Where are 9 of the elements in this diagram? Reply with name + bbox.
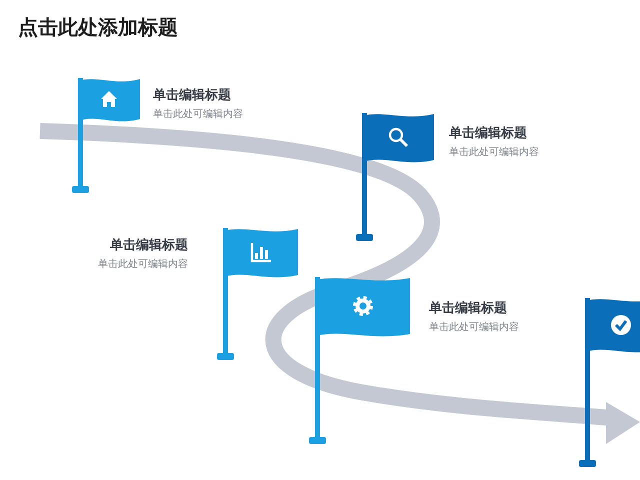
step-description: 单击此处可编辑内容 [429,320,519,334]
step-heading: 单击编辑标题 [109,236,188,254]
step-description: 单击此处可编辑内容 [98,258,188,271]
step-heading: 单击编辑标题 [429,300,508,317]
step-heading: 单击编辑标题 [449,124,528,142]
step-heading: 单击编辑标题 [153,86,232,104]
step-description: 单击此处可编辑内容 [449,146,539,159]
step-description: 单击此处可编辑内容 [153,108,243,121]
title: 点击此处添加标题 [18,14,178,41]
